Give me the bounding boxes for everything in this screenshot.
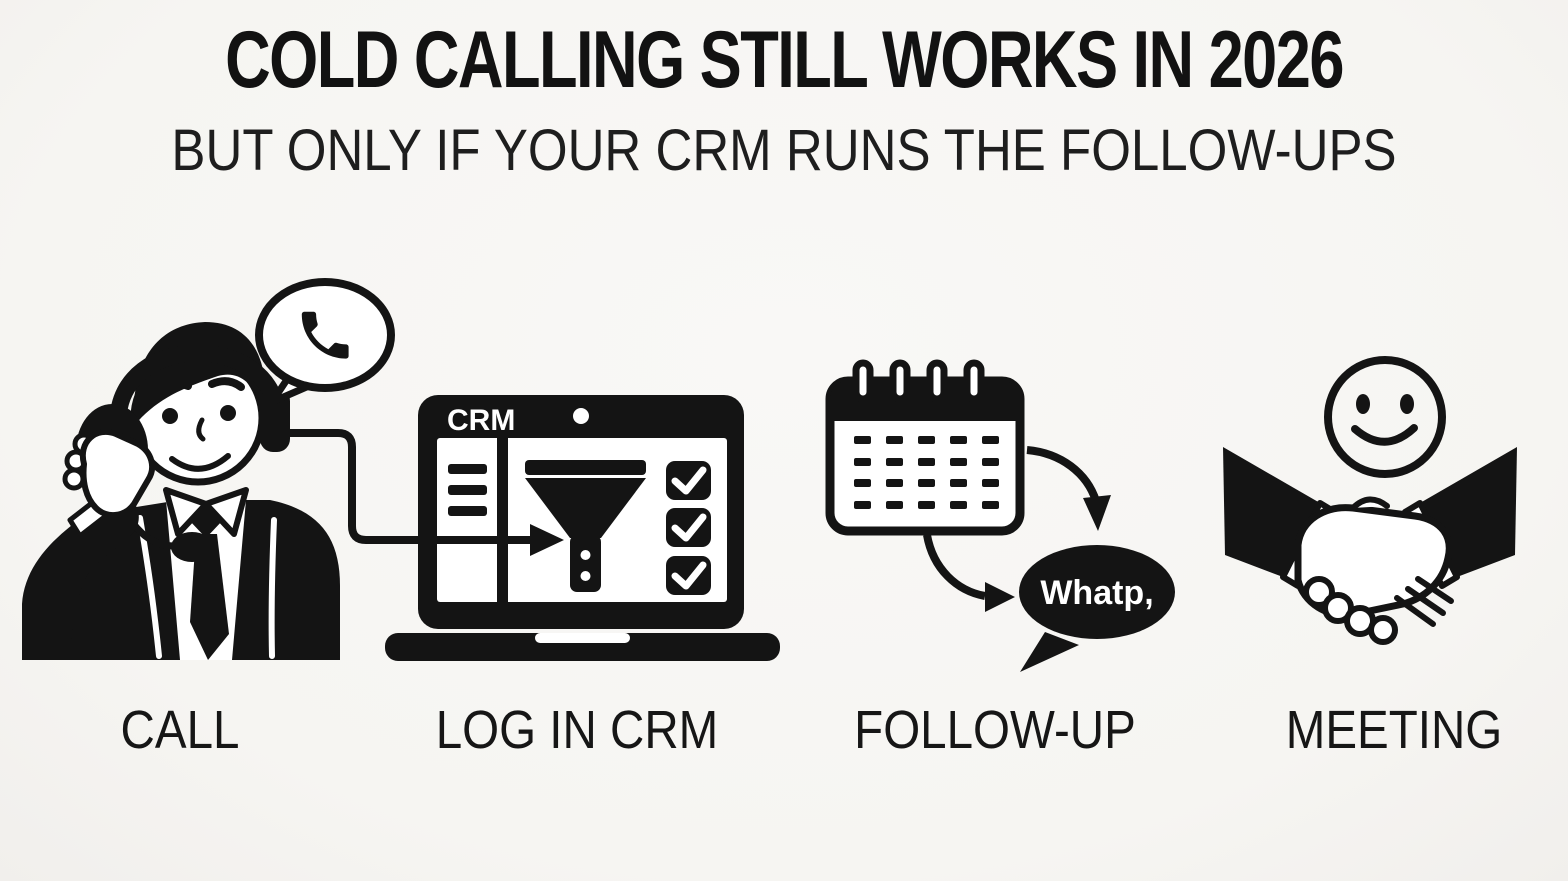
laptop-crm-illustration: CRM	[385, 395, 780, 661]
crm-sidebar-menu-icon	[448, 438, 508, 602]
follow-up-illustration: Whatp,	[825, 359, 1175, 672]
flow-connector-arrow	[262, 429, 564, 556]
smiley-icon	[1324, 356, 1446, 478]
crm-app-title: CRM	[447, 404, 515, 437]
chat-bubble-text: Whatp,	[1040, 574, 1153, 612]
webcam-dot-icon	[573, 408, 589, 424]
hair	[133, 322, 266, 426]
laptop-base	[385, 633, 780, 661]
crm-funnel-icon	[525, 460, 646, 592]
phone-bubble-icon	[255, 278, 395, 406]
step-label-follow-up: FOLLOW-UP	[854, 700, 1136, 760]
page-title: COLD CALLING STILL WORKS IN 2026	[225, 15, 1344, 105]
meeting-illustration	[1223, 356, 1517, 645]
crm-checklist-icon	[666, 461, 711, 595]
phone-icon	[301, 311, 349, 359]
tie-knot	[189, 502, 223, 538]
handshake-icon	[1223, 447, 1517, 645]
calendar-to-chat-arrow-top	[1026, 446, 1111, 531]
tie-icon	[190, 534, 229, 660]
mic-icon	[171, 532, 213, 562]
step-label-call: CALL	[120, 700, 240, 760]
step-label-meeting: MEETING	[1285, 700, 1503, 760]
calendar-icon	[825, 359, 1025, 536]
page-subtitle: BUT ONLY IF YOUR CRM RUNS THE FOLLOW-UPS	[171, 118, 1397, 183]
step-label-log-in-crm: LOG IN CRM	[435, 700, 719, 760]
calendar-to-chat-arrow-bottom	[923, 534, 1015, 612]
agent-head	[130, 322, 266, 486]
arrowhead-icon	[530, 524, 564, 556]
agent-arm	[22, 429, 156, 660]
calendar-date-dashes	[854, 436, 999, 509]
hand	[79, 429, 156, 518]
calendar-rings	[852, 359, 985, 403]
call-agent-illustration	[22, 278, 395, 660]
chat-bubble-icon: Whatp,	[1019, 545, 1175, 672]
